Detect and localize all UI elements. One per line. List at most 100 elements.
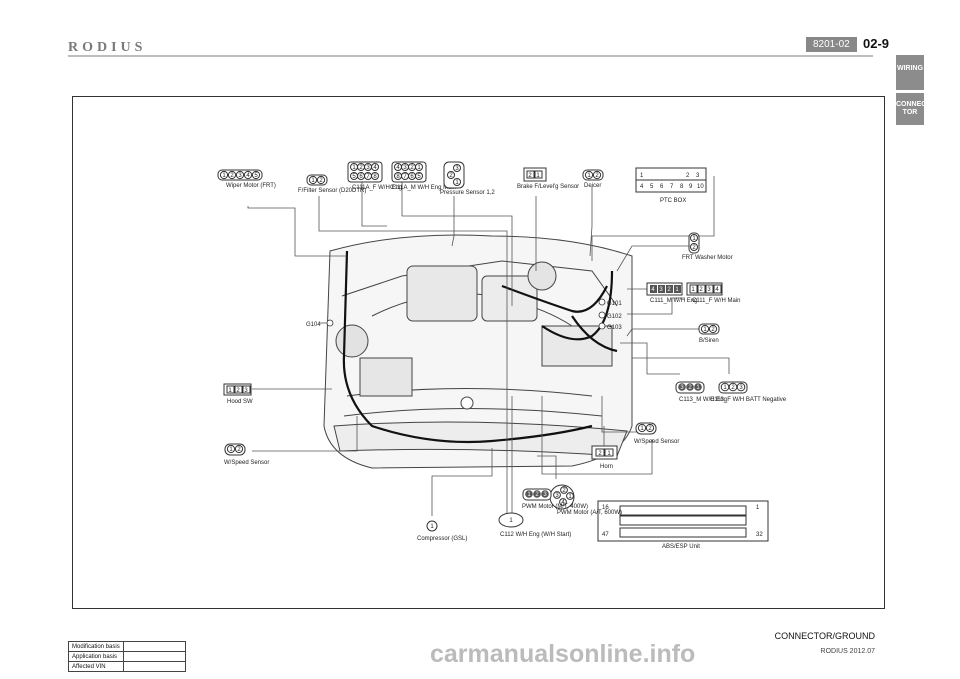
pin-label: 1 <box>691 287 695 293</box>
ground-label: G101 <box>607 301 622 307</box>
pin-label: 3 <box>238 173 242 179</box>
connector-label: PWM Motor (A/T, 600W) <box>557 510 622 516</box>
tab-connector[interactable]: CONNEC TOR <box>896 93 926 125</box>
pin-label: 1 <box>756 505 760 511</box>
pin-label: 2 <box>595 173 599 179</box>
pin-label: 1 <box>455 180 459 186</box>
pin-label: 1 <box>417 165 421 171</box>
connector-wiper-motor: 1 2 3 4 5 Wiper Motor (FRT) <box>217 169 276 189</box>
pin-label: 2 <box>731 385 735 391</box>
pin-label: 3 <box>680 385 684 391</box>
pin-label: 1 <box>640 173 644 179</box>
pin-label: 2 <box>699 287 703 293</box>
pin-label: 2 <box>692 245 696 251</box>
connector-pwm-motor-at: 3 2 1 4 PWM Motor (A/T, 600W) <box>549 484 622 516</box>
connector-label: Brake F/Level'g Sensor <box>517 184 579 190</box>
connector-label: C112 W/H Eng (W/H Start) <box>500 532 571 538</box>
tab-wiring[interactable]: WIRING <box>896 55 924 90</box>
modification-table: Modification basis Application basis Aff… <box>68 641 186 672</box>
pin-label: 3 <box>455 166 459 172</box>
pin-label: 4 <box>396 165 400 171</box>
connector-c111-f: 1 2 3 4 C111_F W/H Main <box>686 282 740 304</box>
connector-hood-sw: 1 2 3 Hood SW <box>223 383 253 405</box>
connector-label: B/Siren <box>699 338 719 344</box>
page-number: 02-9 <box>863 36 890 51</box>
connector-label: C113_M W/H Eng <box>679 397 727 403</box>
connector-label: Wiper Motor (FRT) <box>226 183 276 189</box>
connector-label: FRT Washer Motor <box>682 255 733 261</box>
connector-label: Deicer <box>584 183 601 189</box>
pin-label: 6 <box>660 184 664 190</box>
connector-c111a-f: 1 2 3 4 5 6 7 8 C111A_F W/H Eng <box>347 161 402 191</box>
pin-label: 7 <box>403 174 407 180</box>
diagram-frame <box>72 96 885 609</box>
connector-w-speed-sensor-left: 1 2 W/Speed Sensor <box>224 443 269 466</box>
table-cell <box>122 641 186 652</box>
pin-label: 4 <box>651 287 655 293</box>
connector-pressure-sensor: 3 2 1 Pressure Sensor 1,2 <box>440 161 495 196</box>
connector-label: W/Speed Sensor <box>224 460 269 466</box>
pin-label: 3 <box>244 388 248 394</box>
table-cell <box>122 651 186 662</box>
pin-label: 4 <box>246 173 250 179</box>
footer-model-date: RODIUS 2012.07 <box>820 648 875 655</box>
pin-label: 8 <box>680 184 684 190</box>
pin-label: 2 <box>236 388 240 394</box>
connector-frt-washer-motor: 1 2 FRT Washer Motor <box>682 232 733 261</box>
ground-symbols <box>326 298 606 330</box>
connector-label: C111_M W/H Eng <box>650 298 697 304</box>
engine-bay-diagram: G101 G102 G103 G104 1 2 3 4 5 Wiper Moto… <box>217 161 787 550</box>
connector-label: PTC BOX <box>660 198 686 204</box>
pin-label: 9 <box>689 184 693 190</box>
pin-label: 5 <box>254 173 258 179</box>
pin-label: 1 <box>640 426 644 432</box>
pin-label: 6 <box>359 174 363 180</box>
pin-label: 1 <box>607 451 611 457</box>
pin-label: 1 <box>587 173 591 179</box>
pin-label: 2 <box>359 165 363 171</box>
table-cell: Application basis <box>68 651 124 662</box>
connector-brake-level-sensor: 2 1 Brake F/Level'g Sensor <box>517 167 579 190</box>
table-cell: Affected VIN <box>68 661 124 672</box>
pin-label: 5 <box>417 174 421 180</box>
connector-c111-m: 4 3 2 1 C111_M W/H Eng <box>646 282 697 304</box>
pin-label: 10 <box>697 184 704 190</box>
pin-label: 2 <box>688 385 692 391</box>
pin-label: 1 <box>696 385 700 391</box>
section-code-badge: 8201-02 <box>806 37 857 52</box>
connector-f-filter-sensor: 1 2 F/Filter Sensor (D20DTR) <box>298 174 366 194</box>
connector-label: W/Speed Sensor <box>634 439 679 445</box>
pin-label: 4 <box>640 184 644 190</box>
connector-ptc-box: 1 2 3 4 5 6 7 8 9 10 PTC BOX <box>635 167 707 204</box>
table-row: Modification basis <box>68 641 186 652</box>
ground-label: G104 <box>306 322 321 328</box>
pin-label: 5 <box>352 174 356 180</box>
pin-label: 2 <box>230 173 234 179</box>
wire-harness <box>342 250 618 444</box>
pin-label: 1 <box>703 327 707 333</box>
brand-logo: RODIUS <box>68 40 147 55</box>
pin-label: 3 <box>555 493 559 499</box>
pin-label: 1 <box>536 173 540 179</box>
pin-label: 2 <box>528 173 532 179</box>
ground-labels: G101 G102 G103 G104 <box>306 301 622 331</box>
pin-label: 3 <box>739 385 743 391</box>
table-cell: Modification basis <box>68 641 124 652</box>
table-cell <box>122 661 186 672</box>
connector-c113-f: 1 2 3 C113_F W/H BATT Negative <box>710 381 787 403</box>
pin-label: 1 <box>430 524 434 530</box>
pin-label: 1 <box>311 178 315 184</box>
connector-label: Hood SW <box>227 399 253 405</box>
pin-label: 1 <box>222 173 226 179</box>
pin-label: 16 <box>602 505 609 511</box>
ground-label: G102 <box>607 314 622 320</box>
pin-label: 8 <box>396 174 400 180</box>
connector-label: C111_F W/H Main <box>692 298 740 304</box>
connector-label: PWM Motor (M/T, 400W) <box>522 504 588 510</box>
pin-label: 3 <box>403 165 407 171</box>
engine-bay-illustration <box>323 234 633 469</box>
pin-label: 5 <box>650 184 654 190</box>
connector-w-speed-sensor-right: 1 2 W/Speed Sensor <box>634 422 679 445</box>
connector-label: Pressure Sensor 1,2 <box>440 190 495 196</box>
pin-label: 7 <box>366 174 370 180</box>
